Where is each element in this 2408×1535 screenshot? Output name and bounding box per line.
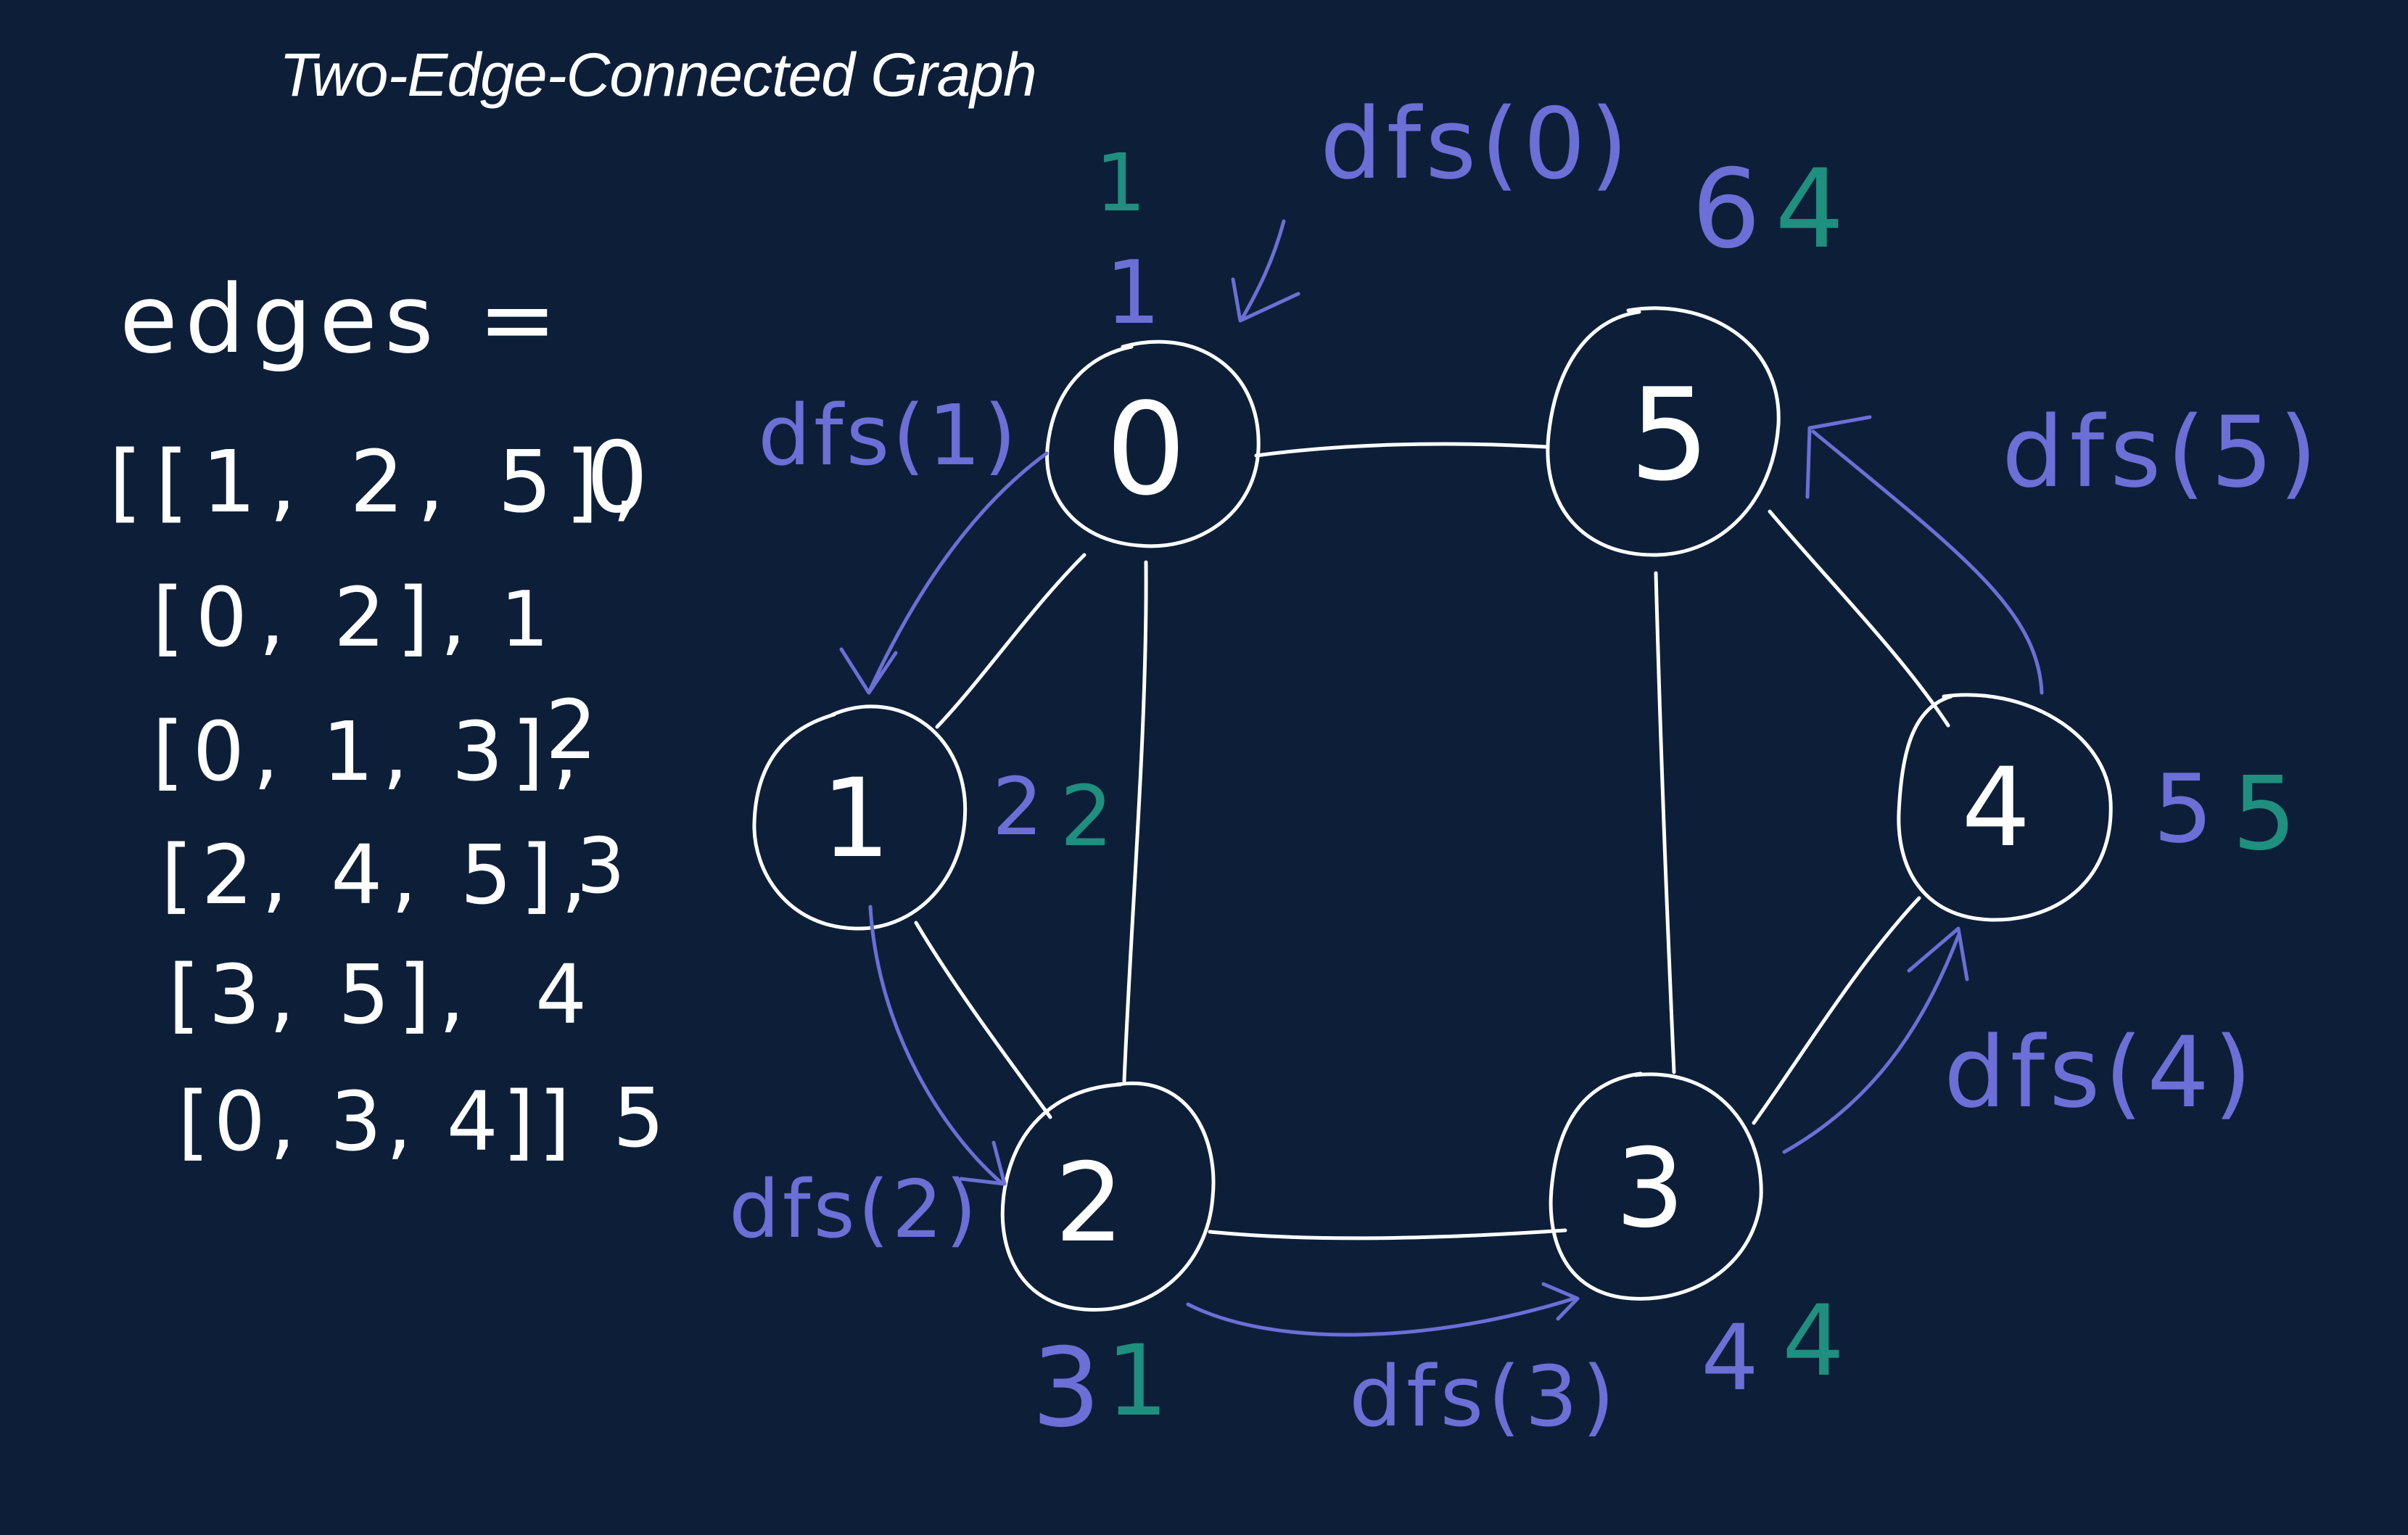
- node-0-label: 0: [1105, 376, 1186, 524]
- edges-row-2: [0, 1, 3],: [152, 705, 587, 799]
- dfs-arrow-start-head: [1231, 277, 1300, 323]
- dfs-label-5: dfs(5): [2002, 395, 2323, 509]
- edges-row-3: [2, 4, 5],: [161, 828, 595, 923]
- node-5-label: 5: [1629, 362, 1710, 509]
- node-5-circle: [1546, 306, 1781, 557]
- dfs-arrow-3-4: [1782, 934, 1960, 1154]
- dfs-arrow-start: [1240, 219, 1286, 321]
- node-4-order: 5: [2153, 754, 2214, 864]
- dfs-arrow-1-2: [868, 905, 1003, 1185]
- edges-row-3-index: 3: [577, 822, 625, 910]
- edge-4-5: [1768, 509, 1950, 728]
- edge-0-1: [935, 553, 1087, 729]
- edges-row-4-index: 4: [535, 948, 587, 1042]
- dfs-label-0: dfs(0): [1320, 87, 1633, 201]
- edges-row-5: [0, 3, 4]]: [178, 1075, 574, 1169]
- edges-row-2-index: 2: [545, 683, 597, 778]
- node-2-order: 3: [1031, 1325, 1100, 1452]
- node-1-low: 2: [1060, 768, 1113, 865]
- dfs-label-4: dfs(4): [1944, 1016, 2256, 1129]
- node-5-low: 4: [1775, 147, 1844, 273]
- dfs-label-1: dfs(1): [758, 387, 1019, 485]
- edges-row-0: [[1, 2, 5],: [109, 432, 652, 532]
- dfs-label-2: dfs(2): [729, 1163, 980, 1256]
- edges-row-4: [3, 5],: [168, 948, 474, 1042]
- dfs-arrow-3-4-head: [1907, 926, 1969, 982]
- edge-0-5: [1254, 442, 1549, 458]
- edge-0-2: [1122, 560, 1148, 1083]
- node-3-low: 4: [1782, 1284, 1844, 1398]
- node-1-order: 2: [992, 760, 1043, 853]
- node-2-circle: [1000, 1081, 1216, 1312]
- dfs-arrow-0-1-head: [839, 647, 898, 695]
- edges-row-1: [0, 2],: [152, 571, 478, 665]
- node-0-circle: [1045, 339, 1261, 548]
- dfs-arrow-1-2-head: [959, 1140, 1007, 1186]
- edge-3-4: [1752, 896, 1921, 1125]
- node-3-circle: [1549, 1071, 1763, 1301]
- node-0-order: 1: [1105, 243, 1160, 344]
- node-3-order: 4: [1701, 1306, 1759, 1411]
- edges-header: edges =: [120, 264, 564, 374]
- edge-3-5: [1654, 571, 1676, 1074]
- dfs-arrow-2-3: [1186, 1296, 1576, 1337]
- node-2-label: 2: [1055, 1140, 1123, 1267]
- edge-1-2: [914, 921, 1052, 1119]
- node-1-label: 1: [821, 756, 890, 882]
- diagram-title: Two-Edge-Connected Graph: [279, 41, 1037, 109]
- dfs-label-3: dfs(3): [1349, 1349, 1619, 1446]
- edges-row-5-index: 5: [613, 1071, 664, 1166]
- node-4-low: 5: [2232, 755, 2296, 873]
- node-5-order: 6: [1691, 147, 1760, 273]
- edges-row-0-index: 0: [586, 421, 648, 535]
- dfs-arrow-4-5-head: [1805, 415, 1872, 499]
- dfs-arrow-2-3-head: [1541, 1282, 1580, 1321]
- dfs-arrow-0-1: [868, 451, 1049, 691]
- edge-2-3: [1208, 1228, 1567, 1240]
- node-4-label: 4: [1961, 745, 2030, 871]
- node-3-label: 3: [1615, 1126, 1684, 1252]
- node-4-circle: [1897, 693, 2113, 922]
- edges-row-1-index: 1: [500, 575, 549, 664]
- dfs-arrow-4-5: [1811, 429, 2044, 695]
- node-0-low: 1: [1095, 136, 1146, 229]
- node-2-low: 1: [1106, 1324, 1168, 1438]
